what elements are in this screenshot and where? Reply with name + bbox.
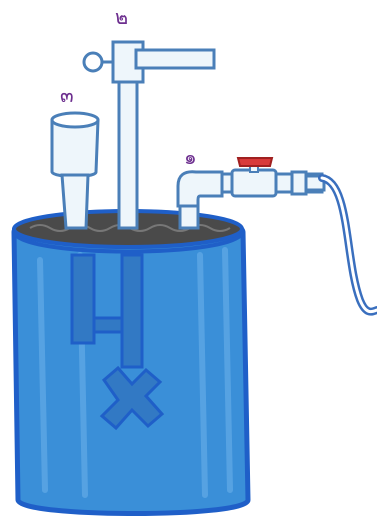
inlet-pipe-submerged [72, 255, 94, 343]
label-part-1: ๑ [184, 145, 197, 169]
valve-handle [238, 158, 272, 166]
pipe-fitting-right [292, 172, 306, 194]
stirrer-crossbar [136, 50, 214, 68]
label-part-2: ๒ [115, 5, 128, 29]
label-part-3: ๓ [60, 83, 74, 107]
stirrer-shaft-submerged [122, 255, 142, 367]
stirrer-ring [84, 53, 102, 71]
funnel-neck [62, 175, 88, 228]
outlet-elbow [178, 172, 222, 206]
valve-body [232, 170, 276, 196]
funnel-mouth [52, 113, 98, 127]
pipe-connector [94, 318, 122, 332]
